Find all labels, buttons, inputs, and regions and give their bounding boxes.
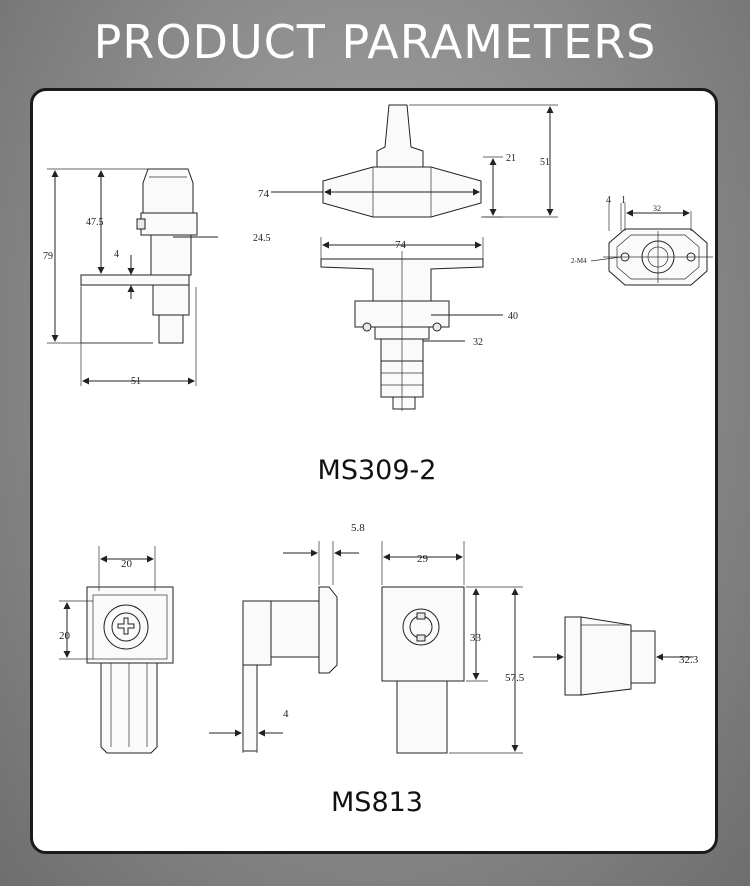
ms309-side-view: 79 47.5 4 51 24.5: [43, 168, 271, 387]
parameters-card: 79 47.5 4 51 24.5 74 21 51 74: [30, 88, 718, 854]
dim-ms309-front-mid: 40: [508, 311, 518, 322]
dim-ms309-top-width: 74: [258, 188, 270, 200]
model-label-ms813: MS813: [331, 787, 423, 818]
dim-ms813-total-height: 57.5: [505, 672, 525, 684]
page-title: PRODUCT PARAMETERS: [93, 15, 657, 69]
dim-ms309-plan-holes: 2-M4: [571, 257, 587, 265]
ms813-front-view: 20 20: [59, 546, 174, 754]
model-label-ms309-2: MS309-2: [318, 455, 437, 486]
ms309-front-view: 74 40 32: [320, 237, 518, 411]
dim-ms813-side-length: 32.3: [679, 654, 699, 666]
ms813-side-view: 5.8 4: [209, 522, 365, 753]
ms309-plan-view: 4 1 32 2-M4: [571, 195, 713, 286]
dim-ms813-body-height: 33: [470, 632, 482, 644]
dim-ms309-front-width: 74: [395, 239, 407, 251]
dim-ms309-width: 51: [131, 376, 141, 387]
dim-ms309-plan-a: 4: [606, 195, 611, 206]
dim-ms309-step: 4: [114, 249, 119, 260]
dim-ms309-plan-b: 1: [621, 195, 626, 206]
dim-ms309-plan-width: 32: [653, 204, 661, 213]
dim-ms813-body-width: 29: [417, 553, 429, 565]
dim-ms813-plate: 4: [283, 708, 289, 720]
technical-drawing: 79 47.5 4 51 24.5 74 21 51 74: [43, 104, 713, 818]
dim-ms813-width-a: 20: [121, 558, 133, 570]
dim-ms813-height-a: 20: [59, 630, 71, 642]
dim-ms309-offset: 24.5: [253, 233, 271, 244]
dim-ms309-height-upper: 47.5: [86, 217, 104, 228]
ms813-top-view: 32.3: [533, 616, 699, 696]
dim-ms813-flange: 5.8: [351, 522, 365, 534]
ms813-body-view: 29 33 57.5: [381, 541, 525, 754]
dim-ms309-height-total: 79: [43, 251, 53, 262]
ms309-top-view: 74 21 51: [258, 104, 558, 218]
dim-ms309-top-small: 21: [506, 153, 516, 164]
dim-ms309-top-height: 51: [540, 157, 550, 168]
dim-ms309-front-small: 32: [473, 337, 483, 348]
